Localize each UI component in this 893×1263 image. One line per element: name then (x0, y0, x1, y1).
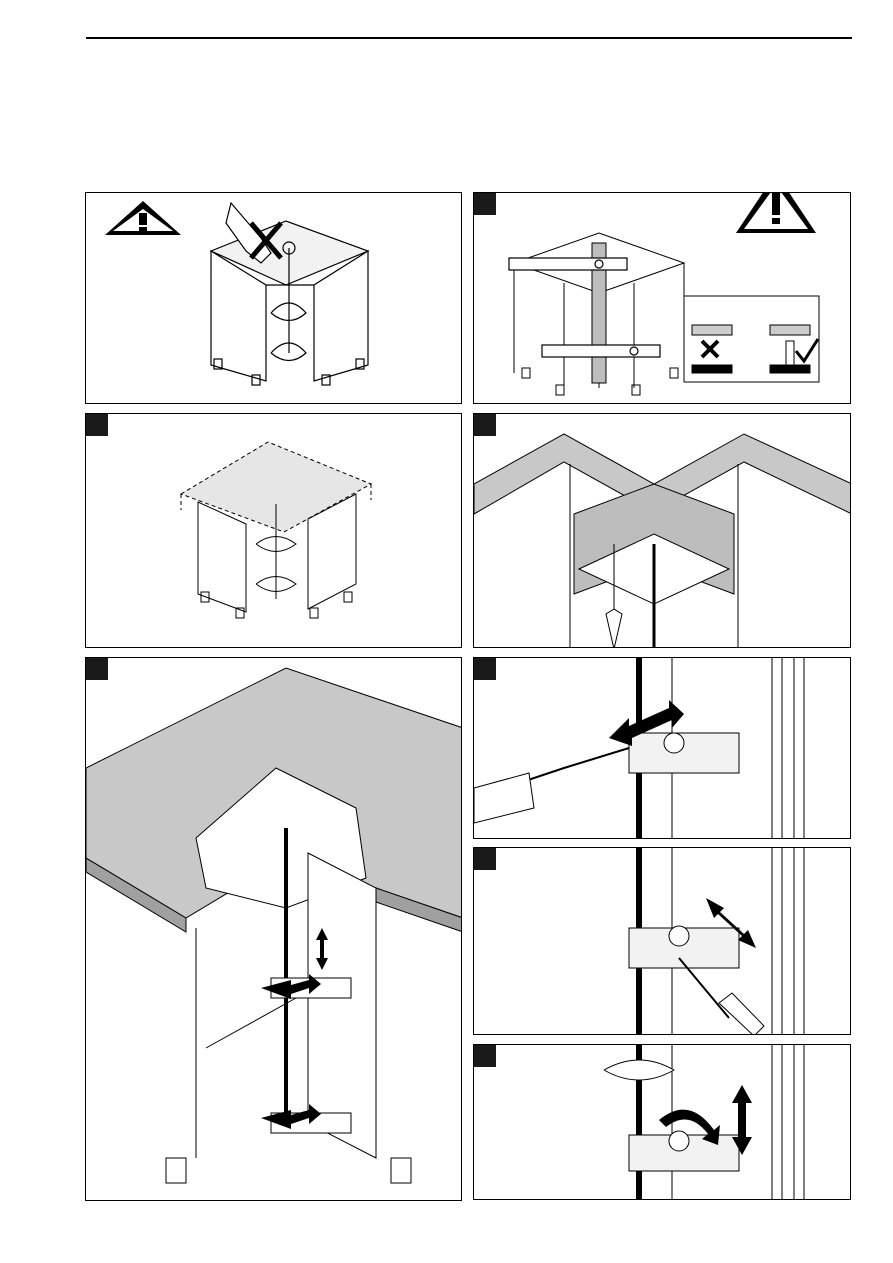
leveling-detail-box (684, 296, 819, 382)
illustration-screw-plate (474, 414, 851, 648)
panel-leveling (473, 192, 851, 404)
cabinet-drawing (211, 221, 368, 385)
illustration-installed (86, 658, 462, 1201)
panel-screw-plate (473, 413, 851, 648)
warning-icon (105, 201, 181, 235)
panel-adjust-horizontal (473, 657, 851, 839)
illustration-leveling (474, 193, 851, 404)
panel-top-plate (85, 413, 462, 648)
panel-installed-view (85, 657, 462, 1201)
header-rule (86, 37, 852, 39)
illustration-adjust-depth (474, 848, 851, 1035)
check-icon (796, 339, 818, 361)
panel-warning-cabinet (85, 192, 462, 404)
illustration-top-plate (86, 414, 462, 648)
cross-icon (702, 341, 718, 357)
illustration-cabinet-no-hand (86, 193, 462, 404)
warning-icon (736, 193, 816, 233)
spirit-level-icon (509, 258, 660, 357)
illustration-adjust-horizontal (474, 658, 851, 839)
panel-adjust-depth (473, 847, 851, 1035)
illustration-adjust-height (474, 1045, 851, 1200)
panel-adjust-height (473, 1044, 851, 1200)
cabinet-drawing (514, 233, 684, 395)
